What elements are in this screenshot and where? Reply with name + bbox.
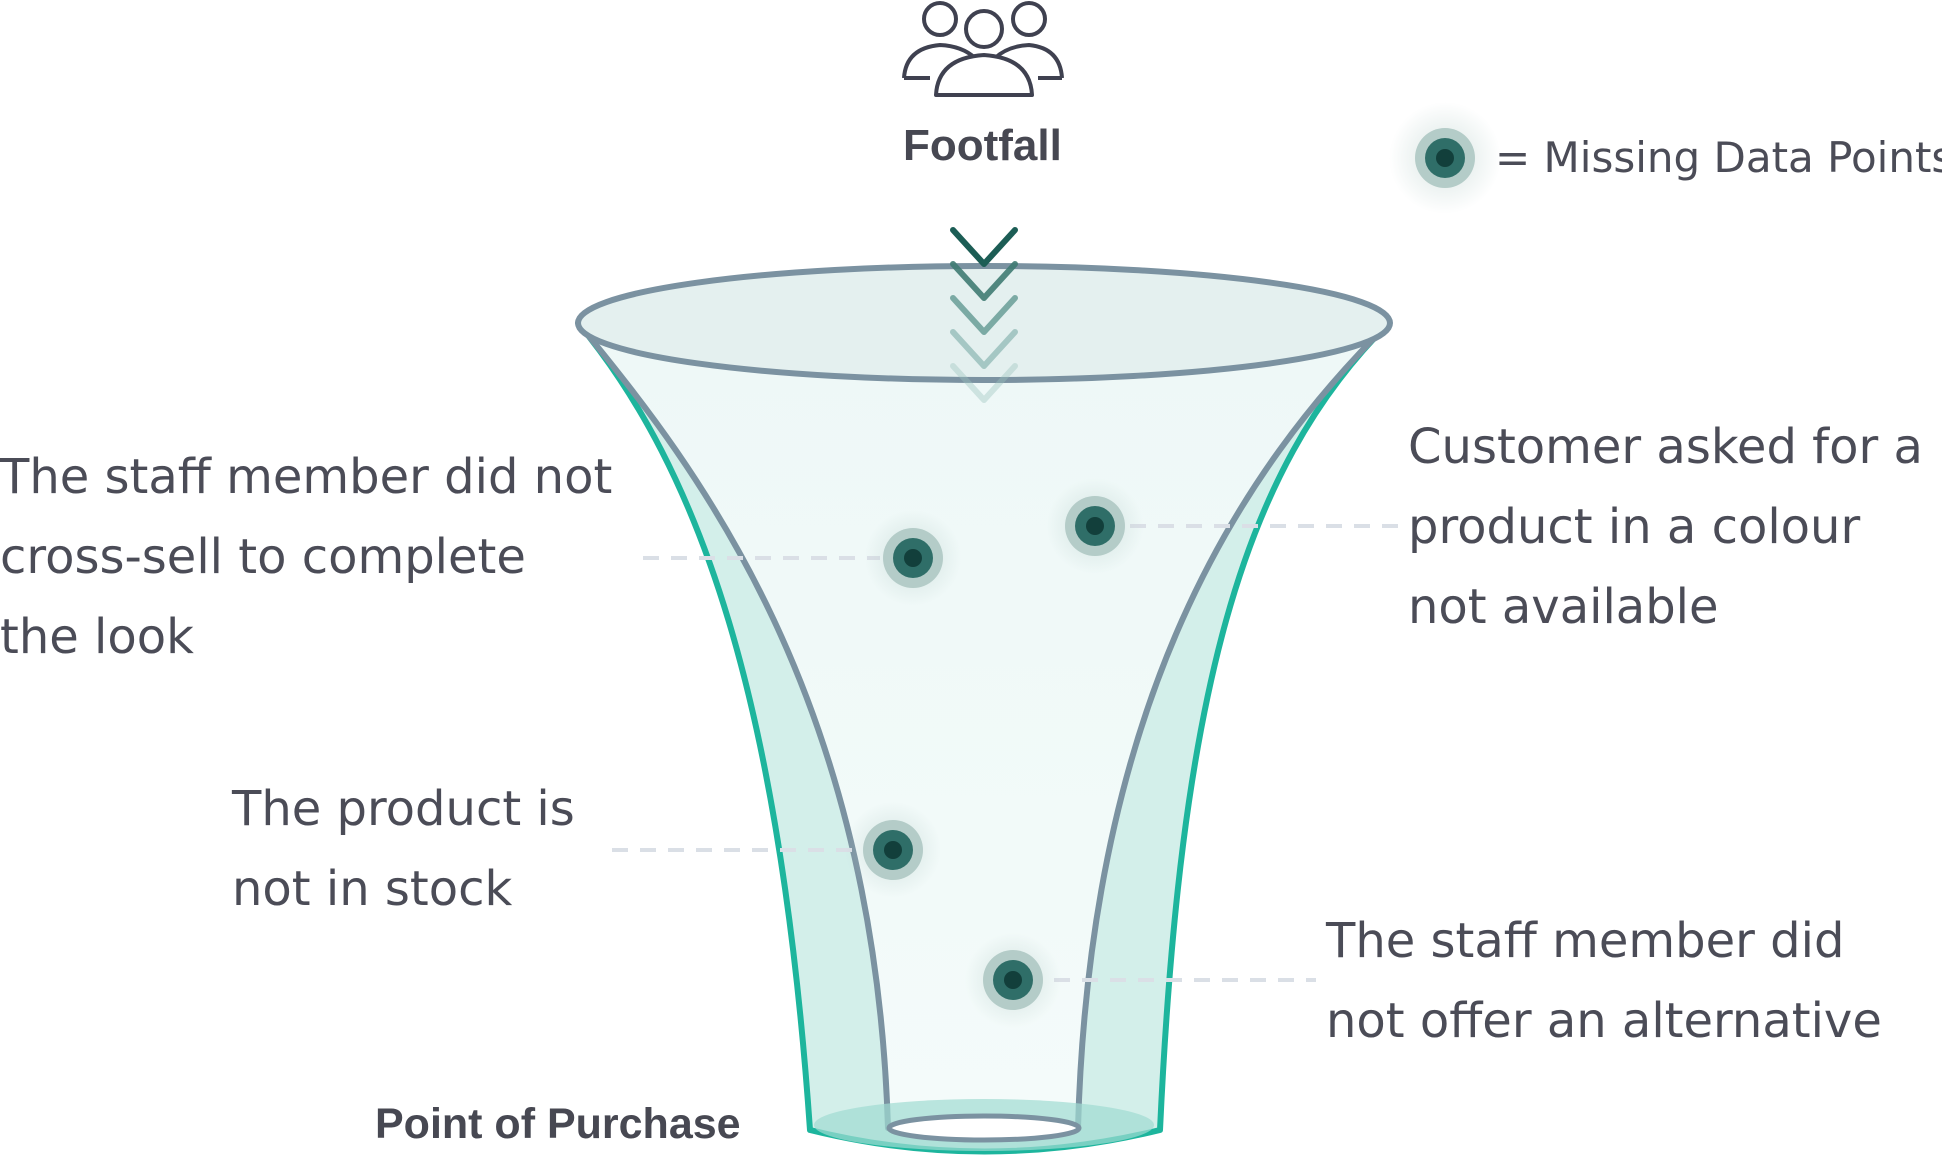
callout-alternative: The staff member did not offer an altern… [1326, 901, 1882, 1061]
callout-stock: The product is not in stock [232, 769, 575, 929]
callout-line: The staff member did not [0, 449, 613, 505]
callout-line: not offer an alternative [1326, 993, 1882, 1049]
callout-colour: Customer asked for a product in a colour… [1408, 407, 1923, 647]
callout-cross-sell: The staff member did not cross-sell to c… [0, 437, 612, 677]
footfall-heading: Footfall [903, 121, 1062, 170]
callout-line: product in a colour [1408, 499, 1861, 555]
point-of-purchase-heading: Point of Purchase [375, 1100, 741, 1148]
legend-marker-icon [1389, 102, 1501, 214]
callout-line: Customer asked for a [1408, 419, 1923, 475]
callout-line: The product is [232, 781, 575, 837]
missing-data-point-marker [865, 510, 961, 606]
callout-line: The staff member did [1326, 913, 1845, 969]
people-group-icon [902, 1, 1064, 97]
callout-line: not in stock [232, 861, 513, 917]
callout-line: cross-sell to complete [0, 529, 526, 585]
missing-data-point-marker [965, 932, 1061, 1028]
missing-data-point-marker [845, 802, 941, 898]
funnel-base-opening [886, 1113, 1082, 1143]
legend-label: = Missing Data Points [1495, 133, 1942, 182]
missing-data-point-marker [1047, 478, 1143, 574]
chevron-down-stack-icon [950, 227, 1018, 403]
callout-line: the look [0, 609, 194, 665]
callout-line: not available [1408, 579, 1719, 635]
